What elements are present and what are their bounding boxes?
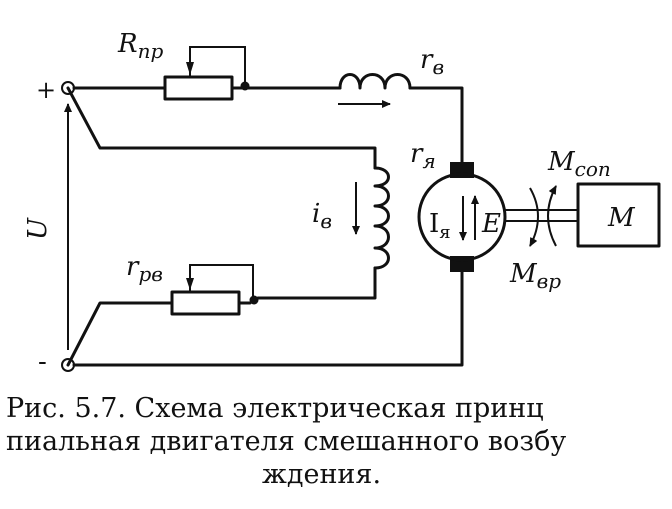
shunt-branch-wires (66, 86, 464, 367)
motor-shaft (505, 209, 578, 222)
torque-arrows (529, 185, 557, 247)
rheostat-r-rv (170, 264, 259, 316)
r-pr-label: Rпр (117, 29, 163, 63)
minus-sign: - (38, 347, 47, 377)
armature-current-label: Iя (429, 209, 451, 243)
emf-label: E (481, 209, 501, 239)
series-field-coil (338, 73, 412, 90)
armature (417, 162, 507, 272)
m-sop-label: Mсоп (547, 147, 611, 181)
i-v-label: iв (312, 199, 332, 233)
load-label: M (607, 203, 636, 233)
caption-line-3: ждения. (262, 459, 382, 490)
m-vr-label: Mвр (509, 259, 561, 293)
r-v-label: rв (420, 45, 444, 79)
rheostat-r-pr (163, 46, 250, 101)
r-ya-label: rя (410, 139, 436, 173)
caption-line-1: Рис. 5.7. Схема электрическая принц (6, 393, 544, 424)
shunt-field-coil (373, 166, 390, 270)
r-rv-label: rрв (126, 252, 163, 286)
series-branch-wires (72, 86, 464, 164)
caption-line-2: пиальная двигателя смешанного возбу (6, 426, 567, 457)
plus-sign: + (36, 76, 56, 104)
load-machine (576, 182, 661, 248)
voltage-label: U (23, 217, 53, 240)
